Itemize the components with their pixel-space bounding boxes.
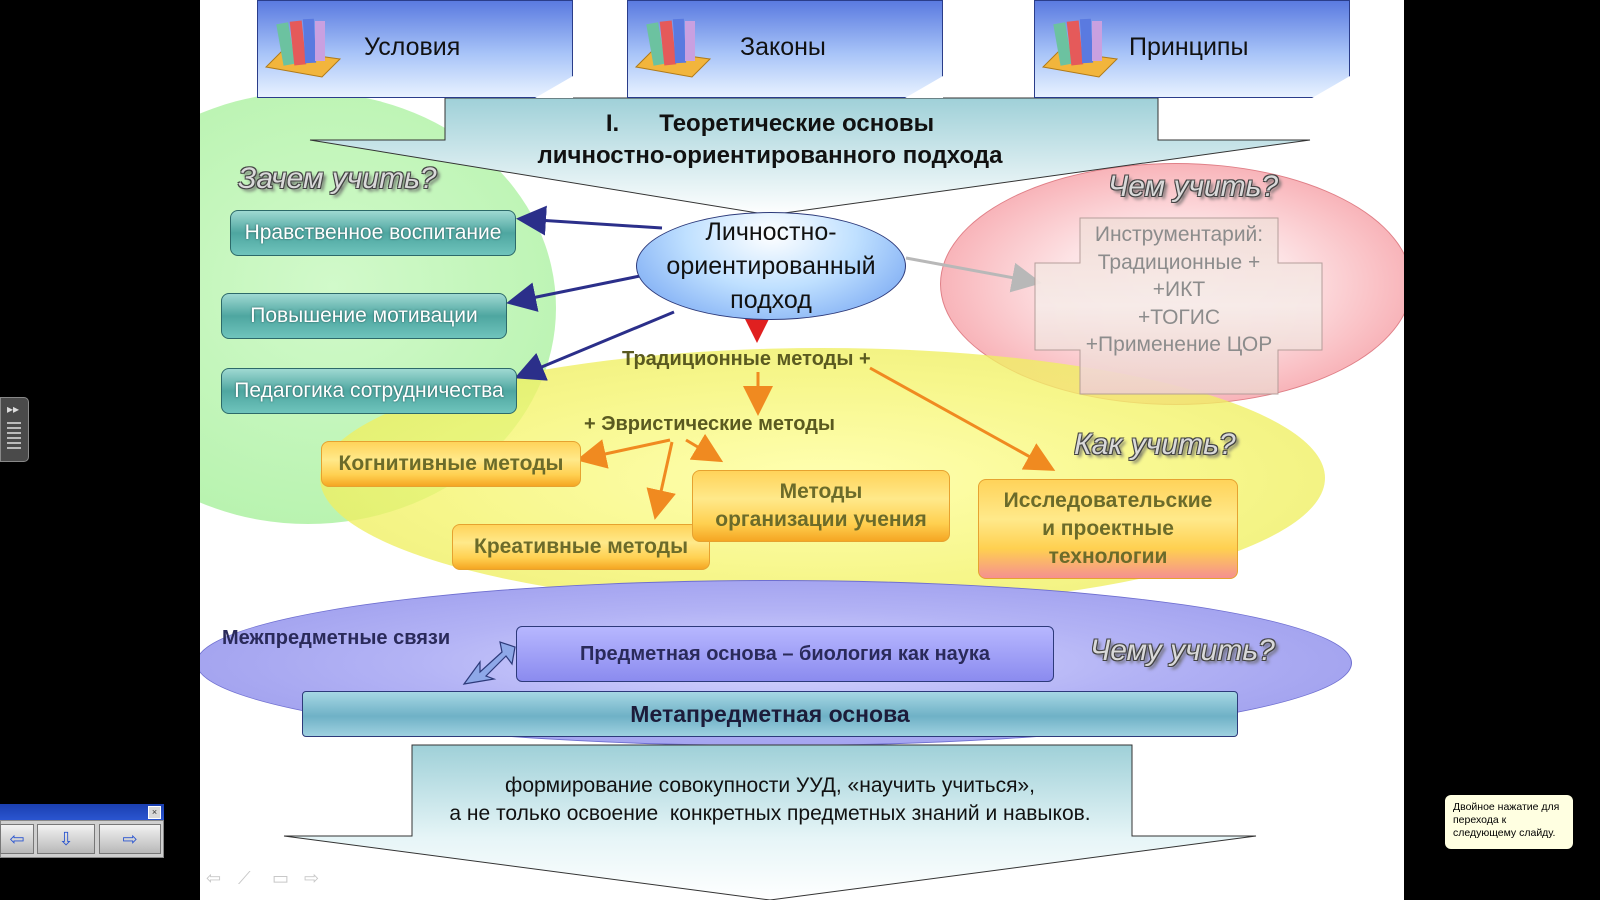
page-fold: [1312, 76, 1350, 98]
cognitive-methods: Когнитивные методы: [321, 441, 581, 487]
arrow-to-organization: [685, 433, 724, 463]
double-arrow: [462, 641, 516, 685]
next-slide-hint: Двойное нажатие для перехода к следующем…: [1445, 795, 1573, 849]
subject-basis: Предметная основа – биология как наука: [516, 626, 1054, 682]
toolbar-down-button[interactable]: ⇩: [37, 824, 95, 854]
meta-basis-label: Метапредметная основа: [630, 700, 910, 727]
tools-line-1: Инструментарий:: [1094, 223, 1264, 246]
title-line-2: личностно-ориентированного подхода: [537, 142, 1003, 169]
tools-line-3: +ИКТ: [1152, 278, 1206, 301]
arrow-to-moral: [516, 205, 663, 236]
why-cooperation: Педагогика сотрудничества: [221, 368, 517, 414]
header-laws: Законы: [627, 0, 943, 98]
toolbar-titlebar: [0, 804, 164, 820]
center-approach-node: Личностно- ориентированный подход: [636, 212, 906, 320]
question-with-what: Чем учить?: [1108, 170, 1279, 203]
question-what: Чему учить?: [1090, 634, 1275, 667]
expand-icon: ▸▸: [7, 402, 20, 416]
arrow-to-motivation: [506, 274, 641, 312]
menu-icon[interactable]: ▭: [272, 868, 290, 888]
books-icon: [634, 18, 712, 78]
page-fold: [905, 76, 943, 98]
tools-line-4: +ТОГИС: [1137, 305, 1221, 329]
slide: Условия Законы Принципы I. Теоретические…: [200, 0, 1404, 900]
toolbar-close-icon[interactable]: ×: [148, 806, 161, 819]
research-line-3: технологии: [1048, 545, 1168, 568]
arrow-to-creative: [646, 441, 676, 520]
header-principles: Принципы: [1034, 0, 1350, 98]
meta-basis: Метапредметная основа: [302, 691, 1238, 737]
arrow-to-cooperation: [514, 310, 675, 381]
why-moral-education: Нравственное воспитание: [230, 210, 516, 256]
header-conditions: Условия: [257, 0, 573, 98]
arrow-to-tools: [905, 256, 1042, 293]
center-line-1: Личностно-: [705, 218, 837, 246]
research-line-1: Исследовательские: [1003, 489, 1213, 512]
center-line-2: ориентированный: [666, 252, 876, 280]
page-fold: [535, 76, 573, 98]
tools-cross: [1034, 217, 1323, 395]
arrow-to-research: [869, 366, 1056, 471]
bottom-funnel-arrow: [283, 744, 1257, 900]
side-panel-handle[interactable]: ▸▸: [0, 397, 29, 462]
conclusion-line-1: формирование совокупности УУД, «научить …: [505, 774, 1035, 797]
research-technologies: Исследовательские и проектные технологии: [978, 479, 1238, 579]
creative-methods: Креативные методы: [452, 524, 710, 570]
why-motivation: Повышение мотивации: [221, 293, 507, 339]
connector-layer: [283, 97, 1311, 900]
pen-icon[interactable]: ⟋: [238, 868, 251, 888]
subject-basis-label: Предметная основа – биология как наука: [579, 642, 991, 665]
arrow-to-cognitive: [576, 438, 671, 469]
toolbar-back-button[interactable]: ⇦: [0, 824, 34, 854]
header-laws-label: Законы: [740, 33, 826, 61]
tools-line-5: +Применение ЦОР: [1085, 333, 1273, 356]
conclusion-line-2: а не только освоение конкретных предметн…: [449, 802, 1091, 825]
question-why: Зачем учить?: [238, 162, 437, 195]
grip-icon: [7, 422, 21, 452]
tools-text: Инструментарий: Традиционные + +ИКТ +ТОГ…: [1050, 221, 1308, 359]
slide-title: I. Теоретические основы личностно-ориент…: [420, 108, 1120, 172]
heuristic-methods: + Эвристические методы: [584, 413, 835, 435]
conclusion-text: формирование совокупности УУД, «научить …: [360, 772, 1180, 828]
toolbar-forward-button[interactable]: ⇨: [99, 824, 161, 854]
next-slide-icon[interactable]: ⇨: [304, 868, 320, 888]
traditional-methods: Традиционные методы +: [622, 348, 871, 370]
prev-slide-icon[interactable]: ⇦: [206, 868, 222, 888]
organization-methods: Методы организации учения: [692, 470, 950, 542]
research-line-2: и проектные: [1042, 517, 1174, 540]
organization-line-1: Методы: [779, 480, 863, 503]
center-line-3: подход: [730, 286, 812, 314]
question-how: Как учить?: [1074, 428, 1236, 461]
interdisciplinary-links: Межпредметные связи: [222, 627, 451, 649]
tools-line-2: Традиционные +: [1097, 250, 1261, 274]
books-icon: [1041, 18, 1119, 78]
header-conditions-label: Условия: [364, 33, 461, 61]
title-line-1: I. Теоретические основы: [605, 110, 935, 137]
floating-toolbar: × ⇦ ⇩ ⇨: [0, 804, 164, 858]
header-principles-label: Принципы: [1129, 33, 1249, 61]
organization-line-2: организации учения: [715, 508, 927, 531]
top-funnel-arrow: [309, 97, 1311, 216]
books-icon: [264, 18, 342, 78]
